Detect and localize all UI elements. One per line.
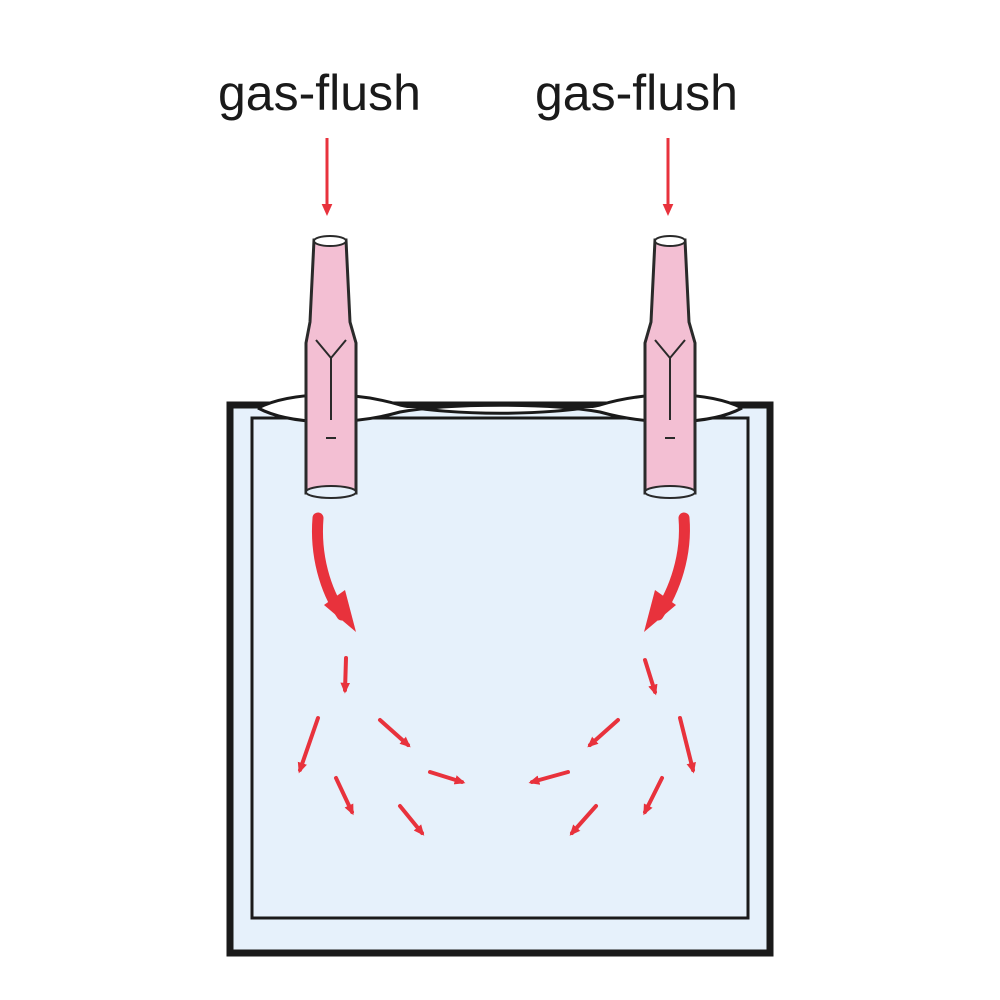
curved-arrow-icon (644, 512, 690, 632)
curved-arrow-icon (312, 512, 356, 632)
dashed-arrow-icon (528, 658, 696, 836)
gas-flush-label-right: gas-flush (535, 65, 738, 121)
gas-flush-label-left: gas-flush (218, 65, 421, 121)
nozzle-icon (643, 235, 697, 499)
dashed-arrow-icon (297, 656, 466, 836)
nozzle-icon (304, 235, 358, 499)
